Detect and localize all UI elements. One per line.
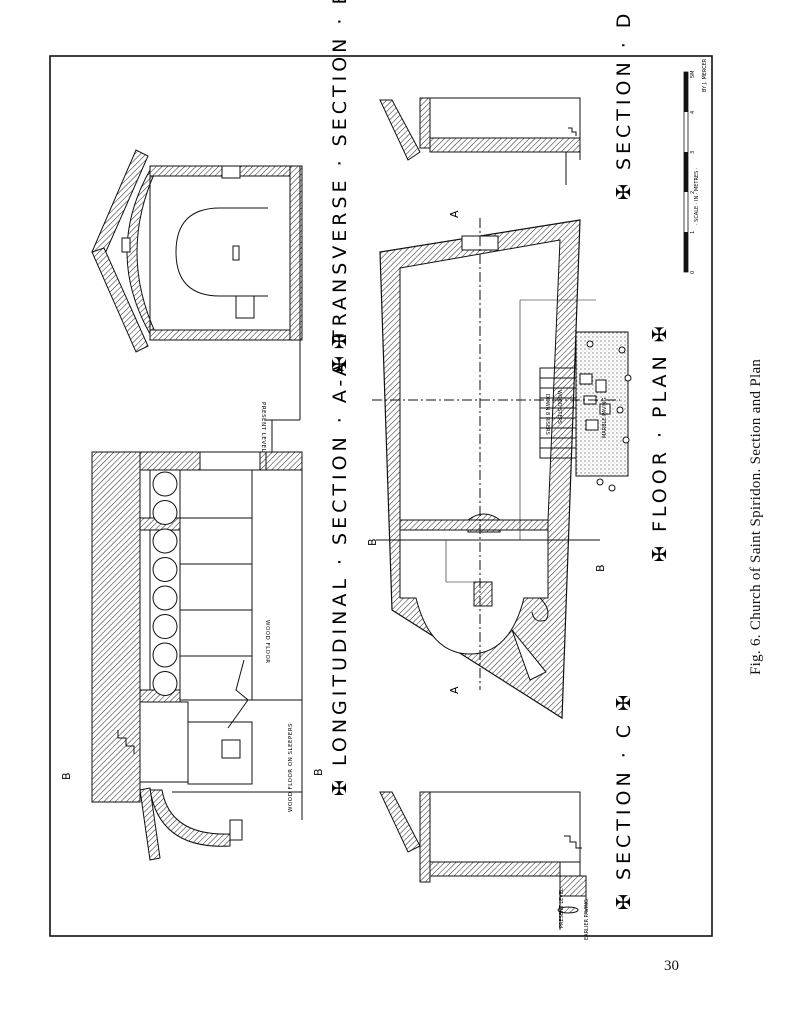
scale-tick-3: 3 bbox=[690, 151, 696, 154]
floor-plan-title: ✠ FLOOR · PLAN ✠ bbox=[649, 322, 671, 562]
section-c bbox=[379, 791, 587, 930]
scale-tick-2: 2 bbox=[690, 191, 696, 194]
earlier-paving-label: EARLIER PAVING bbox=[584, 899, 590, 940]
scale-tick-4: 4 bbox=[690, 111, 696, 114]
longitudinal-title: ✠ LONGITUDINAL · SECTION · A-A ✠ bbox=[329, 329, 351, 796]
wood-floor-label: WOOD FLOOR bbox=[264, 620, 270, 664]
wood-floor-sleepers-label: WOOD FLOOR ON SLEEPERS bbox=[288, 723, 294, 812]
plate-labels: ✠ LONGITUDINAL · SECTION · A-A ✠ ✠ TRANS… bbox=[60, 0, 708, 940]
vault-bay-circle bbox=[152, 585, 178, 611]
plate-frame bbox=[49, 55, 713, 937]
mark-b-long-right: B bbox=[312, 768, 325, 776]
present-level-top-label: PRESENT LEVEL bbox=[260, 402, 266, 453]
drafter-label: BY J. MERCER bbox=[702, 58, 708, 92]
figure-caption: Fig. 6. Church of Saint Spiridon. Sectio… bbox=[748, 358, 764, 675]
mark-a-bottom: A bbox=[448, 686, 461, 694]
page-number: 30 bbox=[664, 958, 679, 974]
vault-bay-circle bbox=[152, 614, 178, 639]
mark-a-top: A bbox=[448, 210, 461, 218]
marble-paving-label: MARBLE PAVING bbox=[602, 397, 608, 438]
transverse-title: ✠ TRANSVERSE · SECTION · B-B ✠ bbox=[329, 0, 351, 372]
mark-b-plan-right: B bbox=[594, 564, 607, 572]
transverse-section-bb bbox=[91, 149, 303, 421]
present-level-bottom-label: PRESENT LEVEL bbox=[559, 888, 565, 928]
vault-bay-circle bbox=[152, 528, 178, 554]
scale-tick-1: 1 bbox=[690, 231, 696, 234]
scale-label: · SCALE · IN · METRES · bbox=[694, 167, 700, 225]
wood-steps-label: WOOD STEPS bbox=[556, 390, 562, 424]
mark-b-long-left: B bbox=[60, 772, 73, 780]
section-d-title: ✠ SECTION · D ✠ bbox=[613, 0, 635, 200]
vault-bay-circle bbox=[152, 557, 178, 582]
vault-bay-circle bbox=[152, 671, 178, 696]
scale-tick-5: 5M bbox=[690, 71, 696, 79]
vault-bay-circle bbox=[152, 500, 178, 525]
section-c-title: ✠ SECTION · C ✠ bbox=[613, 691, 635, 910]
vault-bay-circle bbox=[152, 642, 178, 668]
scale-tick-0: 0 bbox=[690, 271, 696, 274]
section-d bbox=[379, 97, 581, 185]
vault-bay-circle bbox=[152, 471, 178, 497]
floor-plan bbox=[372, 218, 632, 720]
mark-b-plan-left: B bbox=[366, 538, 379, 546]
down-risers-label: DOWN 8 RISERS bbox=[544, 394, 550, 435]
scale-bar bbox=[683, 71, 689, 273]
